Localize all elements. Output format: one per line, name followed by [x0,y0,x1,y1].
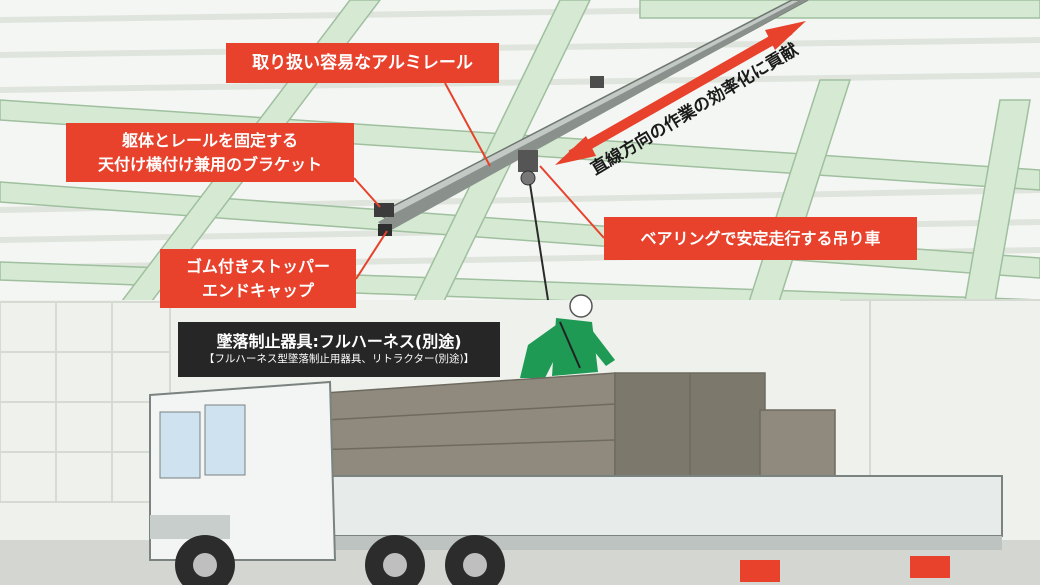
harness-label: 墜落制止器具:フルハーネス(別途) 【フルハーネス型墜落制止用器具、リトラクター… [178,322,500,377]
aluminum-rail [376,0,809,232]
stopper-label-line1: ゴム付きストッパー [185,257,330,277]
rail-bracket [590,76,604,88]
double-arrow-icon [555,21,806,165]
bracket-callout: 躯体とレールを固定する 天付け横付け兼用のブラケット [66,123,354,182]
stopper-label-line2: エンドキャップ [201,280,314,300]
harness-title: 墜落制止器具:フルハーネス(別途) [216,332,462,352]
trolley [518,150,538,186]
bracket-label-line1: 躯体とレールを固定する [121,131,298,151]
flatbed-truck [149,380,1003,585]
rail-label: 取り扱い容易なアルミレール [252,52,473,73]
tail-light [740,560,780,582]
bracket-label-line2: 天付け横付け兼用のブラケット [97,154,322,174]
worker-figure [520,294,615,378]
harness-note: 【フルハーネス型墜落制止用器具、リトラクター(別途)】 [203,353,475,366]
cargo-load [251,372,836,477]
stopper-callout: ゴム付きストッパー エンドキャップ [160,249,356,308]
lanyard [529,183,549,301]
stopper-end-cap [378,224,392,236]
rail-callout: 取り扱い容易なアルミレール [226,43,499,83]
trolley-callout: ベアリングで安定走行する吊り車 [604,217,917,260]
trolley-label: ベアリングで安定走行する吊り車 [640,228,881,248]
leader-lines [353,82,605,280]
tail-light [910,556,950,578]
